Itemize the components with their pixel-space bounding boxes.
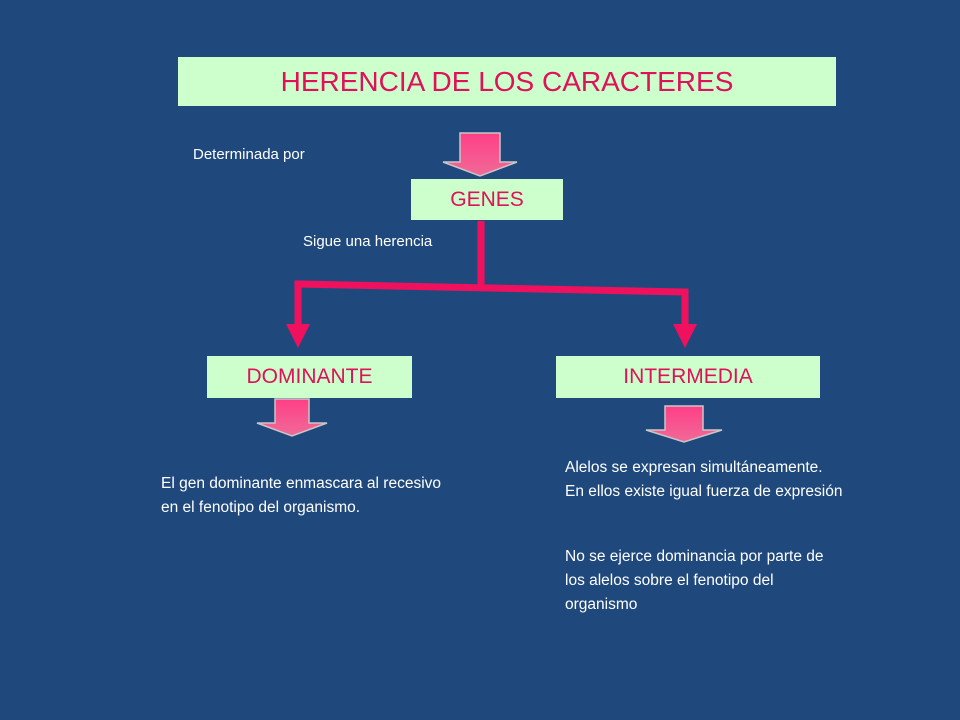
node-genes: GENES (411, 179, 563, 220)
diagram-title: HERENCIA DE LOS CARACTERES (178, 57, 836, 106)
down-arrow-dominante (256, 398, 328, 437)
node-intermedia: INTERMEDIA (556, 356, 820, 398)
down-arrow-genes (442, 132, 518, 177)
branch-arrowheads (286, 324, 697, 348)
description-intermedia-1: Alelos se expresan simultáneamente. En e… (565, 459, 843, 500)
description-intermedia-2: No se ejerce dominancia por parte de los… (565, 548, 824, 613)
description-dominante: El gen dominante enmascara al recesivo e… (161, 475, 442, 516)
label-determinada-por: Determinada por (193, 146, 305, 163)
node-dominante: DOMINANTE (207, 356, 412, 398)
label-sigue-una-herencia: Sigue una herencia (303, 233, 433, 250)
down-arrow-intermedia (645, 405, 723, 443)
branch-connector (294, 221, 689, 337)
